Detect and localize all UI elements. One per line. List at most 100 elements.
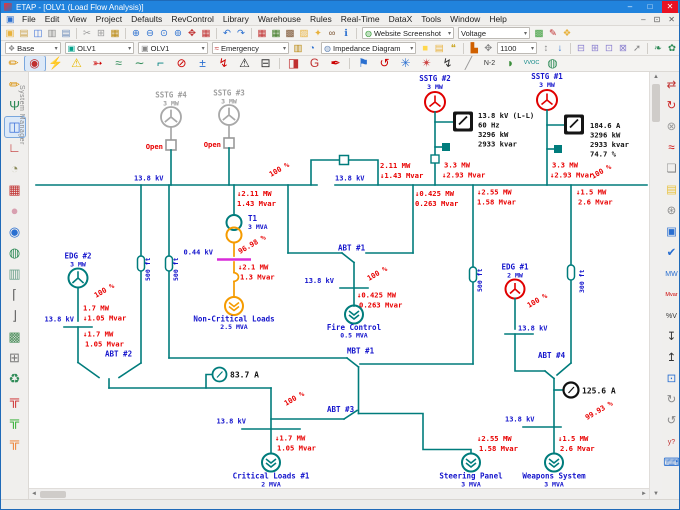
pin-marker-icon[interactable]: ↧ <box>666 331 677 343</box>
chart-tool-icon[interactable]: ▙ <box>470 42 478 54</box>
gap-analysis-icon[interactable]: G <box>309 56 320 70</box>
layer-stack-icon[interactable]: ▥ <box>8 265 21 281</box>
load-steering-branch[interactable]: ↓2.55 MW 1.58 Mvar Steering Panel 3 MVA <box>357 412 519 489</box>
scroll-right-icon[interactable]: ► <box>641 491 647 497</box>
undo-icon[interactable]: ↶ <box>223 27 231 39</box>
highlight-icon[interactable]: ■ <box>422 42 429 54</box>
bus-tie-breaker[interactable]: 2.11 MW ↓1.43 Mvar <box>310 154 424 186</box>
load-non-critical[interactable]: Non-Critical Loads 2.5 MVA <box>193 296 275 331</box>
harmonics-icon[interactable]: ≈ <box>115 56 122 70</box>
vvoc-icon[interactable]: VVOC <box>523 60 540 66</box>
find-binoculars-icon[interactable]: ∞ <box>328 27 336 39</box>
generator-edg2[interactable]: EDG #2 3 MW 100 % 1.7 MW ↓1.05 Mvar 13.8… <box>44 252 127 364</box>
color-theme-icon[interactable]: ▩ <box>534 27 544 39</box>
generator-sstg1[interactable]: SSTG #1 3 MW 184.6 A 3296 kW 2933 kvar 7… <box>531 72 630 186</box>
align-top-icon[interactable]: ⊟ <box>577 42 585 54</box>
annotate-pencil-icon[interactable]: ✎ <box>549 27 557 39</box>
pv-exchange-icon[interactable]: ⇄ <box>666 79 677 91</box>
switch-abt3[interactable]: ABT #3 <box>270 405 359 421</box>
canvas-horizontal-scrollbar[interactable]: ◄ ► <box>29 488 649 500</box>
paste-icon[interactable]: ▦ <box>110 27 120 39</box>
globe-map-icon[interactable]: ◍ <box>8 244 21 260</box>
pin-tool-icon[interactable]: ➚ <box>633 42 641 54</box>
validate-icon[interactable]: ◗ <box>506 56 515 70</box>
menu-warehouse[interactable]: Warehouse <box>257 13 301 24</box>
bus-a[interactable]: 13.8 kV 100 % <box>35 160 318 186</box>
keypad-icon[interactable]: ⌨ <box>663 457 680 469</box>
tree-green-icon[interactable]: ╦ <box>9 412 20 428</box>
pin-marker-2-icon[interactable]: ↥ <box>666 352 677 364</box>
diagram-type-combo[interactable]: ◍Impedance Diagram▾ <box>321 42 417 54</box>
project-tree-icon[interactable]: Ψ <box>9 97 20 113</box>
multimeter-sstg2[interactable] <box>453 111 473 132</box>
presentation-combo[interactable]: ▣OLV1▾ <box>64 42 135 54</box>
cycle-1-icon[interactable]: ↻ <box>666 394 677 406</box>
tree-orange-icon[interactable]: ╦ <box>9 433 20 449</box>
align-mid-icon[interactable]: ⊞ <box>591 42 599 54</box>
optimal-power-flow-icon[interactable]: ± <box>199 56 206 70</box>
menu-revcontrol[interactable]: RevControl <box>171 13 214 24</box>
report-doc-icon[interactable]: ❏ <box>666 163 677 175</box>
update-check-icon[interactable]: ✔ <box>666 247 677 259</box>
scroll-up-icon[interactable]: ▲ <box>653 74 659 80</box>
cable-2[interactable]: 500 ft <box>164 184 181 359</box>
redo-icon[interactable]: ↷ <box>237 27 245 39</box>
paste-format-icon[interactable]: ▥ <box>293 42 303 54</box>
star-auto-icon[interactable]: ✴ <box>421 56 432 70</box>
folder-query-icon[interactable]: ▤ <box>666 184 677 196</box>
menu-help[interactable]: Help <box>489 13 507 24</box>
horizontal-scroll-thumb[interactable] <box>40 491 66 498</box>
align-left-icon[interactable]: ⊡ <box>605 42 613 54</box>
menu-view[interactable]: View <box>68 13 87 24</box>
datablock-green-icon[interactable]: ▦ <box>271 27 281 39</box>
datablock-grid-icon[interactable]: ▦ <box>8 181 21 197</box>
tree-red-icon[interactable]: ╦ <box>9 391 20 407</box>
switch-abt4[interactable]: ABT #4 <box>538 351 573 455</box>
transient-stability-icon[interactable]: ∼ <box>134 56 145 70</box>
cable-raceway-icon[interactable]: ∟ <box>8 139 21 155</box>
green-mode-icon[interactable]: ✿ <box>667 42 676 54</box>
pan-tool-icon[interactable]: ✥ <box>484 42 493 54</box>
geo-sphere-icon[interactable]: ◉ <box>8 223 21 239</box>
loading-category-combo[interactable]: ≈Emergency▾ <box>211 42 289 54</box>
display-mode-combo[interactable]: Voltage▾ <box>458 27 530 39</box>
grid-icon[interactable]: ▦ <box>201 27 211 39</box>
mdi-close-button[interactable]: ✕ <box>668 14 675 24</box>
scroll-left-icon[interactable]: ◄ <box>31 491 37 497</box>
load-flow-mode-icon[interactable]: ◉ <box>23 56 46 71</box>
cable-pull-1-icon[interactable]: ⌈ <box>11 286 18 302</box>
edit-pencil-icon[interactable]: ✏ <box>8 56 19 70</box>
help-info-icon[interactable]: ℹ <box>344 27 348 39</box>
unbalanced-load-flow-icon[interactable]: ↯ <box>218 56 229 70</box>
panel-systems-icon[interactable]: ◨ <box>287 56 300 70</box>
one-line-diagram-canvas[interactable]: 13.8 kV 100 % 13.8 kV 100 % 2.11 MW ↓1.4… <box>29 72 649 489</box>
energy-saving-icon[interactable]: ❧ <box>653 42 662 54</box>
one-line-view-icon[interactable]: ◫ <box>3 115 26 138</box>
battery-sizing-icon[interactable]: ⊟ <box>260 56 271 70</box>
cut-icon[interactable]: ✂ <box>83 27 91 39</box>
generator-sstg4[interactable]: SSTG #4 3 MW Open <box>146 91 188 186</box>
battery-pack-icon[interactable]: ⊡ <box>666 373 677 385</box>
switch-mbt1[interactable]: MBT #1 <box>168 347 375 415</box>
load-critical-branch[interactable]: 100 % 13.8 kV ↓1.7 MW 1.05 Mvar Critical… <box>216 387 317 489</box>
edit-mode-icon[interactable]: ✏ <box>9 76 20 92</box>
cable-4[interactable]: 300 ft ↓1.5 MW 2.6 Mvar <box>566 184 614 364</box>
view-combo[interactable]: ▣OLV1▾ <box>138 42 208 54</box>
pan-icon[interactable]: ✥ <box>188 27 196 39</box>
close-button[interactable]: ✕ <box>662 1 678 13</box>
ammeter-2[interactable]: 125.6 A <box>553 381 616 399</box>
open-icon[interactable]: ▤ <box>19 27 29 39</box>
save-icon[interactable]: ◫ <box>33 27 43 39</box>
mdi-minimize-button[interactable]: – <box>641 14 646 24</box>
vertical-scroll-thumb[interactable] <box>652 84 660 122</box>
menu-tools[interactable]: Tools <box>421 13 442 24</box>
menu-defaults[interactable]: Defaults <box>131 13 163 24</box>
recycle-bin-icon[interactable]: ♻ <box>8 370 21 386</box>
rule-book-icon[interactable]: ✒ <box>330 56 341 70</box>
ground-grid-icon[interactable]: ◔ <box>10 160 19 176</box>
app-icon[interactable]: ▣ <box>6 13 15 24</box>
rotate-refresh-icon[interactable]: ↻ <box>666 100 677 112</box>
settings-doc-icon[interactable]: ⊛ <box>666 205 677 217</box>
align-right-icon[interactable]: ⊠ <box>619 42 627 54</box>
menu-file[interactable]: File <box>22 13 36 24</box>
